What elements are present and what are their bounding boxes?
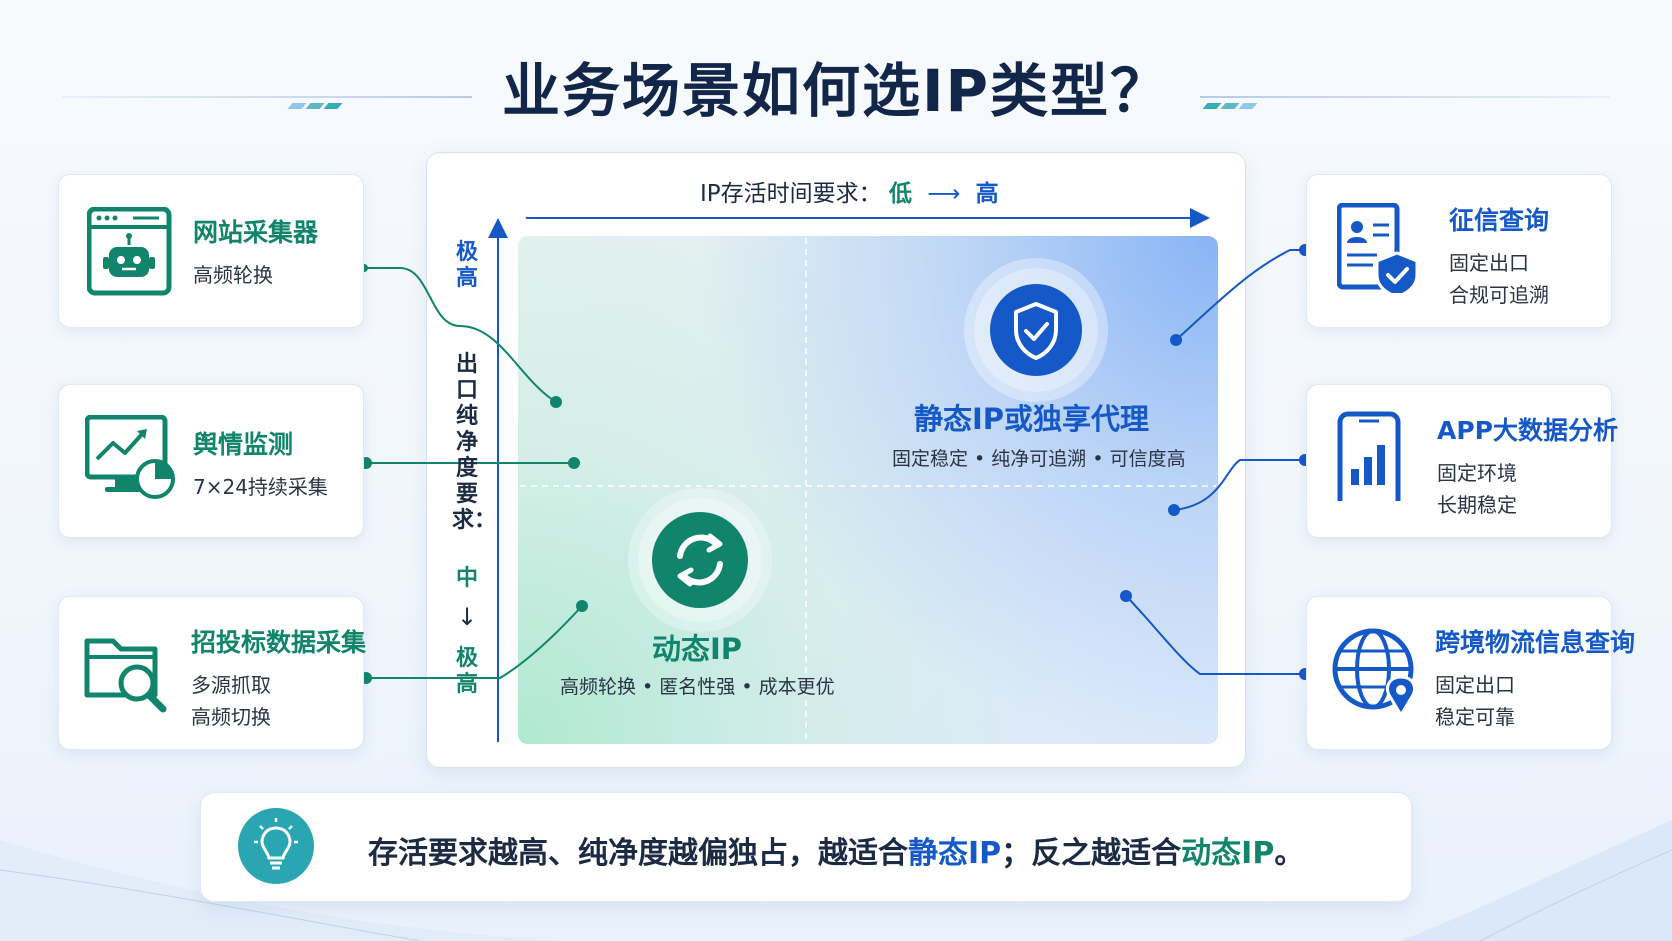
left-card-title: 招投标数据采集	[191, 628, 367, 657]
right-card-line: 固定环境	[1437, 461, 1517, 485]
right-card-1: APP大数据分析 固定环境 长期稳定	[1306, 384, 1618, 538]
tip-dynamic-ip: 动态IP	[1181, 836, 1275, 871]
browser-robot-icon	[87, 207, 172, 296]
right-card-line: 稳定可靠	[1435, 705, 1515, 729]
left-card-title: 网站采集器	[193, 218, 319, 247]
title-divider-right	[1200, 96, 1610, 98]
id-document-shield-icon	[1337, 203, 1419, 293]
x-axis-low: 低	[888, 181, 912, 207]
static-quadrant-title: 静态IP或独享代理	[914, 402, 1150, 436]
background-wave-decoration	[0, 820, 1672, 941]
right-card-2: 跨境物流信息查询 固定出口 稳定可靠	[1306, 596, 1635, 750]
dynamic-quadrant-subtitle: 高频轮换 • 匿名性强 • 成本更优	[560, 676, 835, 698]
left-card-line: 多源抓取	[191, 673, 271, 697]
tip-text: 存活要求越高、纯净度越偏独占，越适合静态IP；反之越适合动态IP。	[368, 828, 1304, 872]
tip-bar	[200, 792, 1412, 902]
tip-text-part3: 。	[1274, 836, 1305, 871]
monitor-chart-icon	[85, 415, 175, 499]
right-card-0: 征信查询 固定出口 合规可追溯	[1306, 174, 1612, 328]
phone-bar-chart-icon	[1337, 411, 1401, 501]
left-card-2: 招投标数据采集 多源抓取 高频切换	[58, 596, 367, 750]
left-card-line: 7×24持续采集	[193, 475, 328, 499]
y-axis-arrow: ↓	[456, 603, 478, 631]
left-card-line: 高频轮换	[193, 263, 273, 287]
lightbulb-icon	[238, 808, 314, 884]
static-quadrant-subtitle: 固定稳定 • 纯净可追溯 • 可信度高	[892, 448, 1186, 470]
left-card-0: 网站采集器 高频轮换	[58, 174, 364, 328]
globe-location-icon	[1332, 628, 1416, 717]
shield-check-icon	[990, 284, 1082, 376]
x-axis-label: IP存活时间要求： 低 ⟶ 高	[700, 174, 999, 208]
dynamic-quadrant-title: 动态IP	[652, 632, 743, 666]
matrix-area	[518, 236, 1218, 744]
page-title: 业务场景如何选IP类型？	[501, 57, 1171, 125]
right-card-title: APP大数据分析	[1437, 416, 1618, 445]
refresh-icon	[652, 512, 748, 608]
left-card-1: 舆情监测 7×24持续采集	[58, 384, 364, 538]
title-divider-left	[62, 96, 472, 98]
tip-static-ip: 静态IP	[908, 836, 1002, 871]
x-axis-arrow: ⟶	[927, 181, 961, 207]
right-card-line: 固定出口	[1449, 251, 1529, 275]
right-card-title: 征信查询	[1449, 206, 1550, 235]
left-card-line: 高频切换	[191, 705, 271, 729]
y-axis-bottom: 极高	[455, 646, 478, 697]
y-axis-top: 极高	[455, 240, 478, 291]
left-card-title: 舆情监测	[193, 430, 294, 459]
tip-text-part1: 存活要求越高、纯净度越偏独占，越适合	[368, 836, 908, 871]
right-card-line: 合规可追溯	[1449, 283, 1549, 307]
x-axis-title: IP存活时间要求：	[700, 181, 882, 207]
right-card-title: 跨境物流信息查询	[1435, 628, 1636, 657]
y-axis-mid: 中	[455, 566, 478, 591]
tip-text-part2: ；反之越适合	[1001, 836, 1182, 871]
x-axis-high: 高	[975, 181, 999, 207]
folder-search-icon	[84, 638, 167, 713]
right-card-line: 长期稳定	[1437, 493, 1517, 517]
right-card-line: 固定出口	[1435, 673, 1515, 697]
y-axis-title: 出口纯净度要求：	[452, 352, 497, 533]
